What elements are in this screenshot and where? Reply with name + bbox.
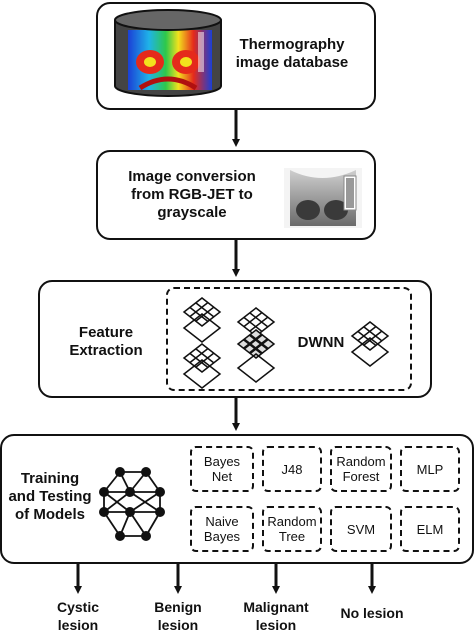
database-label: Thermography image database [235, 36, 349, 71]
feature-extraction-label: Feature Extraction [69, 324, 143, 359]
model-svm: SVM [330, 506, 392, 552]
training-box [0, 434, 474, 564]
output-benign-lesion: Benign lesion [154, 599, 202, 633]
output-malignant-lesion: Malignant lesion [243, 599, 309, 633]
model-naive-bayes: Naive Bayes [190, 506, 254, 552]
dwnn-container [166, 287, 412, 391]
model-random-forest: Random Forest [330, 446, 392, 492]
model-mlp: MLP [400, 446, 460, 492]
model-j48: J48 [262, 446, 322, 492]
model-elm: ELM [400, 506, 460, 552]
output-no-lesion: No lesion [340, 605, 404, 621]
output-cystic-lesion: Cystic lesion [56, 599, 100, 633]
dwnn-label: DWNN [297, 334, 345, 351]
model-random-tree: Random Tree [262, 506, 322, 552]
training-label: Training and Testing of Models [8, 470, 92, 523]
conversion-label: Image conversion from RGB-JET to graysca… [128, 168, 256, 221]
model-bayes-net: Bayes Net [190, 446, 254, 492]
